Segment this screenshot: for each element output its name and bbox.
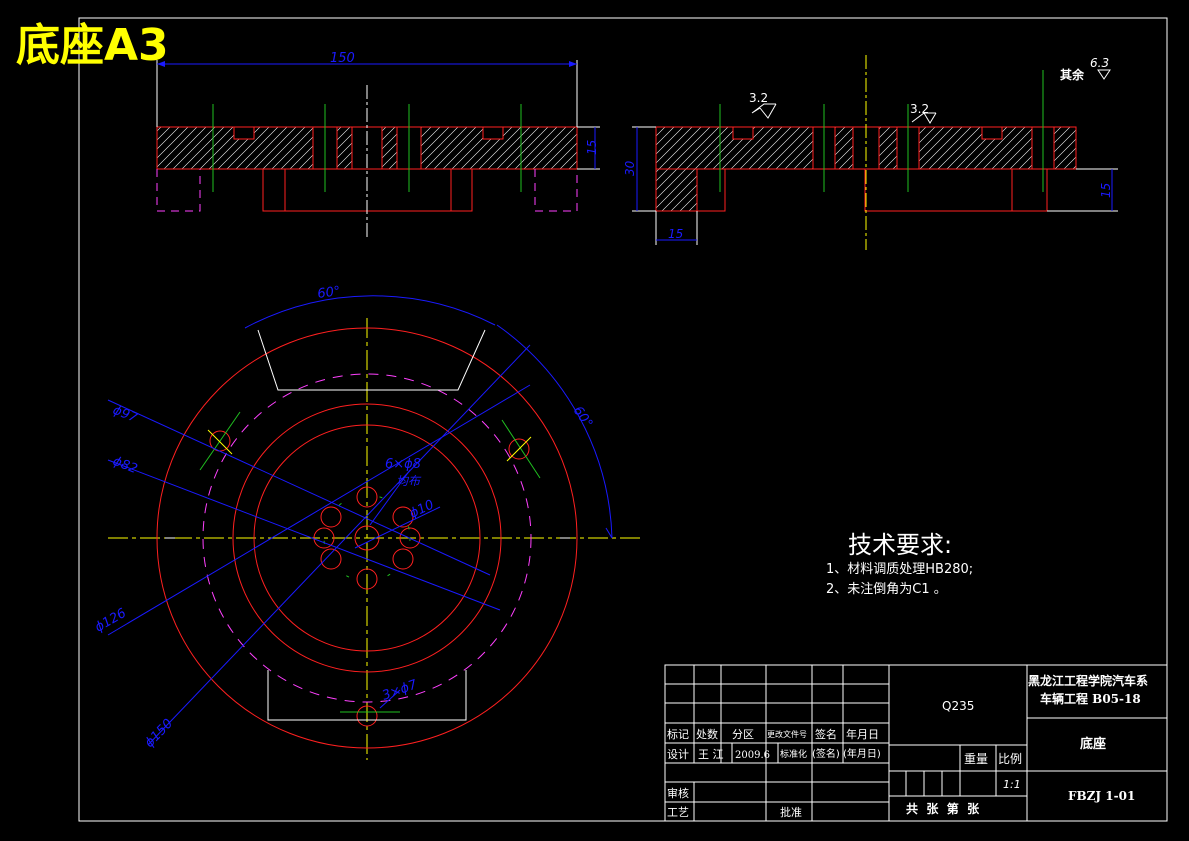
dim-3-holes-7: 3×ϕ7 — [380, 677, 420, 704]
tb-approve-label: 批准 — [780, 805, 802, 819]
title-block — [664, 664, 1168, 822]
tb-drawing-no: FBZJ 1-01 — [1068, 789, 1135, 803]
dim-15-right: 15 — [1099, 183, 1113, 198]
tb-school-2: 车辆工程 B05-18 — [1040, 691, 1141, 706]
dim-150: 150 — [330, 51, 355, 66]
tb-h-docno: 更改文件号 — [767, 729, 807, 739]
dim-6-holes-note: 均布 — [396, 474, 422, 488]
dim-phi126: ϕ126 — [93, 606, 129, 636]
roughness-rest-label: 其余 — [1060, 67, 1085, 82]
tech-heading: 技术要求: — [848, 531, 952, 559]
roughness-6-3: 6.3 — [1090, 56, 1109, 70]
tb-date2: (年月日) — [843, 747, 881, 760]
dim-15-bottom: 15 — [668, 227, 683, 241]
dim-15-left: 15 — [585, 140, 599, 155]
tb-h-date: 年月日 — [846, 727, 879, 741]
tb-h-count: 处数 — [696, 728, 718, 741]
tb-h-mark: 标记 — [667, 727, 689, 741]
dim-phi82: ϕ82 — [111, 454, 140, 477]
tb-process-label: 工艺 — [667, 806, 689, 819]
tb-h-sign: 签名 — [815, 727, 837, 741]
tb-review-label: 审核 — [667, 786, 689, 800]
dim-30: 30 — [623, 160, 637, 176]
tb-weight-label: 重量 — [964, 752, 988, 766]
roughness-3-2-b: 3.2 — [910, 102, 929, 116]
tb-scale-value: 1:1 — [1003, 778, 1021, 791]
section-view-right — [632, 55, 1118, 250]
tb-designer: 王 江 — [698, 748, 724, 761]
dim-6-holes-8: 6×ϕ8 — [385, 457, 421, 472]
tb-standard-label: 标准化 — [780, 748, 807, 760]
tb-design-label: 设计 — [667, 748, 689, 761]
tb-sign2: (签名) — [812, 747, 840, 760]
tb-h-zone: 分区 — [732, 728, 754, 741]
dim-60-top: 60° — [316, 284, 341, 302]
dim-phi10: ϕ10 — [407, 497, 436, 521]
sheet-title: 底座A3 — [16, 20, 169, 71]
tb-part-name: 底座 — [1080, 736, 1106, 752]
tb-sheets: 共 张 第 张 — [906, 801, 980, 816]
tb-design-date: 2009.6 — [735, 750, 770, 761]
tb-school-1: 黑龙江工程学院汽车系 — [1028, 673, 1148, 688]
border-frame — [78, 17, 1168, 822]
tb-material: Q235 — [942, 699, 974, 713]
plan-view — [107, 295, 640, 760]
dim-phi97: ϕ97 — [111, 403, 141, 427]
roughness-3-2-a: 3.2 — [749, 91, 768, 105]
tech-line-2: 2、未注倒角为C1 。 — [826, 582, 947, 597]
section-view-left — [156, 60, 600, 240]
tech-line-1: 1、材料调质处理HB280; — [826, 562, 973, 577]
tb-scale-label: 比例 — [998, 752, 1022, 766]
